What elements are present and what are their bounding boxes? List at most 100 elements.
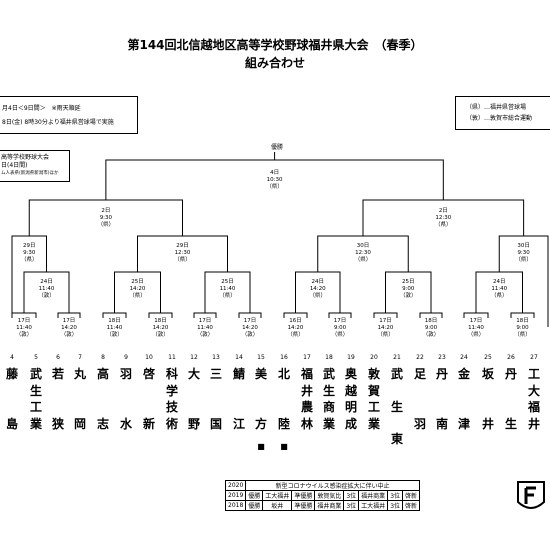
match-venue: （県） [354,257,372,263]
match-venue: （敦） [15,332,33,338]
team-name: 大野 [187,367,200,431]
history-row: 2020 新型コロナウイルス感染症拡大に伴い中止 [224,480,421,491]
history-row: 2018 優勝 坂井 準優勝 福井商業 3位 工大福井 3位 啓新 [224,500,421,511]
match-venue: （県） [287,332,304,338]
history-year: 2019 [224,490,247,501]
team-name: 鯖江 [232,367,245,431]
match-time: 9:30 [23,250,36,256]
team-number: 24 [460,354,468,361]
team-name: 若狭 [51,367,64,431]
match-time: 9:30 [99,215,113,221]
emblem-logo [516,478,546,514]
regional-note-line3: ム人表県(新潟県新潟市)ほか [1,171,59,176]
match-venue: （県） [377,332,394,338]
team-name: 三国 [209,367,222,431]
match-venue: （敦） [106,332,123,338]
match-date: 17日 [379,318,392,324]
match-venue: （敦） [241,332,259,338]
match-date: 4日 [270,170,280,176]
history-note: 新型コロナウイルス感染症拡大に伴い中止 [245,480,421,491]
seed-mark: ■ [257,442,265,451]
history-team: 福井商業 [358,490,389,501]
team-number: 15 [257,354,265,361]
match-time: 11:40 [38,286,55,292]
match-date: 29日 [23,243,36,249]
period-note-line2: 8日(金) 8時30分より福井県営球場で実施 [2,119,114,126]
team-name: 足羽 [413,367,426,431]
match-date: 16日 [289,318,302,324]
team-number: 23 [438,354,446,361]
team-name: 科学技術 [165,367,178,431]
match-date: 17日 [198,318,212,324]
match-venue: （県） [309,293,326,299]
history-team: 工大福井 [358,500,389,511]
team-number: 12 [190,354,198,361]
match-date: 17日 [333,318,347,324]
match-time: 9:30 [517,250,530,256]
match-venue: （県） [20,257,38,263]
team-name: 坂井 [481,367,494,431]
history-team: 坂井 [262,500,293,511]
match-venue: （県） [129,293,146,299]
history-label: 3位 [343,500,360,511]
match-date: 17日 [62,318,76,324]
match-date: 24日 [311,279,325,285]
team-number: 14 [235,354,243,361]
match-time: 12:30 [355,250,371,256]
match-venue: （県） [435,222,452,228]
team-name: 福井農林 [300,367,313,431]
team-number: 6 [56,354,60,361]
champion-label: 優勝 [270,144,283,151]
match-venue: （県） [490,293,508,299]
history-team: 工大福井 [262,490,293,501]
team-number: 18 [325,354,333,361]
match-time: 10:30 [266,177,283,183]
team-number: 26 [507,354,515,361]
team-name: 武生工業 [29,367,42,431]
match-time: 14:20 [129,286,146,292]
match-time: 12:30 [435,215,452,221]
match-date: 30日 [517,243,530,249]
team-number: 13 [212,354,220,361]
match-date: 24日 [493,279,506,285]
match-time: 14:20 [61,325,77,331]
team-number: 19 [347,354,355,361]
match-date: 18日 [108,318,121,324]
match-date: 2日 [438,208,448,214]
match-time: 9:00 [402,286,415,292]
team-number: 17 [303,354,311,361]
match-venue: （県） [467,332,485,338]
venue-legend-box [455,96,550,130]
team-number: 21 [393,354,401,361]
match-time: 14:20 [287,325,304,331]
match-time: 14:20 [242,325,258,331]
team-name: 丹生 [504,367,517,431]
team-name: 金津 [457,367,470,431]
match-time: 11:40 [491,286,508,292]
team-name: 奥越明成 [344,367,357,431]
match-time: 9:00 [516,325,529,331]
venue-legend-line2: （敦）…敦賀市総合運動 [466,115,533,122]
match-time: 14:20 [309,286,326,292]
team-number: 5 [34,354,38,361]
team-name: 武生商業 [322,367,335,431]
regional-note-line1: 高等学校野球大会 [1,154,50,161]
regional-note-box [0,150,70,182]
match-venue: （敦） [152,332,169,338]
match-venue: （県） [97,222,115,228]
history-label: 準優勝 [291,500,316,511]
